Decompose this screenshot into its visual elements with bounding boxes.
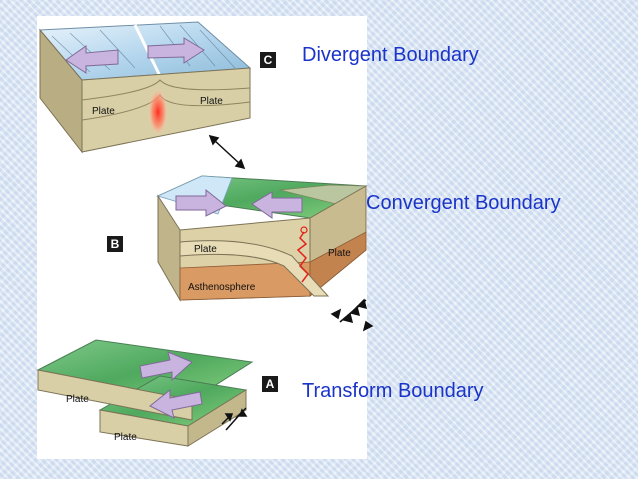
transform-symbol (221, 407, 248, 431)
plate-label: Plate (200, 96, 223, 107)
magma-plume (148, 88, 168, 136)
upper-arrow (139, 351, 193, 382)
plate-label: Plate (328, 248, 351, 259)
divergent-caption: Divergent Boundary (302, 44, 479, 66)
plate-label: Plate (114, 432, 137, 443)
plate-label: Plate (92, 106, 115, 117)
lower-arrow (149, 388, 203, 419)
asthenosphere-label: Asthenosphere (188, 282, 256, 293)
convergent-block: Plate Plate Asthenosphere (156, 175, 368, 302)
convergent-tag: B (107, 236, 123, 252)
plate-label: Plate (66, 394, 89, 405)
divergent-symbol (208, 134, 246, 170)
left-arrow (65, 45, 119, 74)
right-push-arrow (175, 188, 227, 217)
divergent-block: Plate Plate (38, 21, 252, 154)
divergent-tag: C (260, 52, 276, 68)
left-push-arrow (251, 191, 303, 219)
convergent-caption: Convergent Boundary (366, 192, 561, 214)
transform-tag: A (262, 376, 278, 392)
transform-block: Plate Plate (36, 339, 254, 447)
convergent-symbol (330, 298, 374, 332)
transform-caption: Transform Boundary (302, 380, 484, 402)
plate-label: Plate (194, 244, 217, 255)
right-arrow (147, 37, 205, 64)
